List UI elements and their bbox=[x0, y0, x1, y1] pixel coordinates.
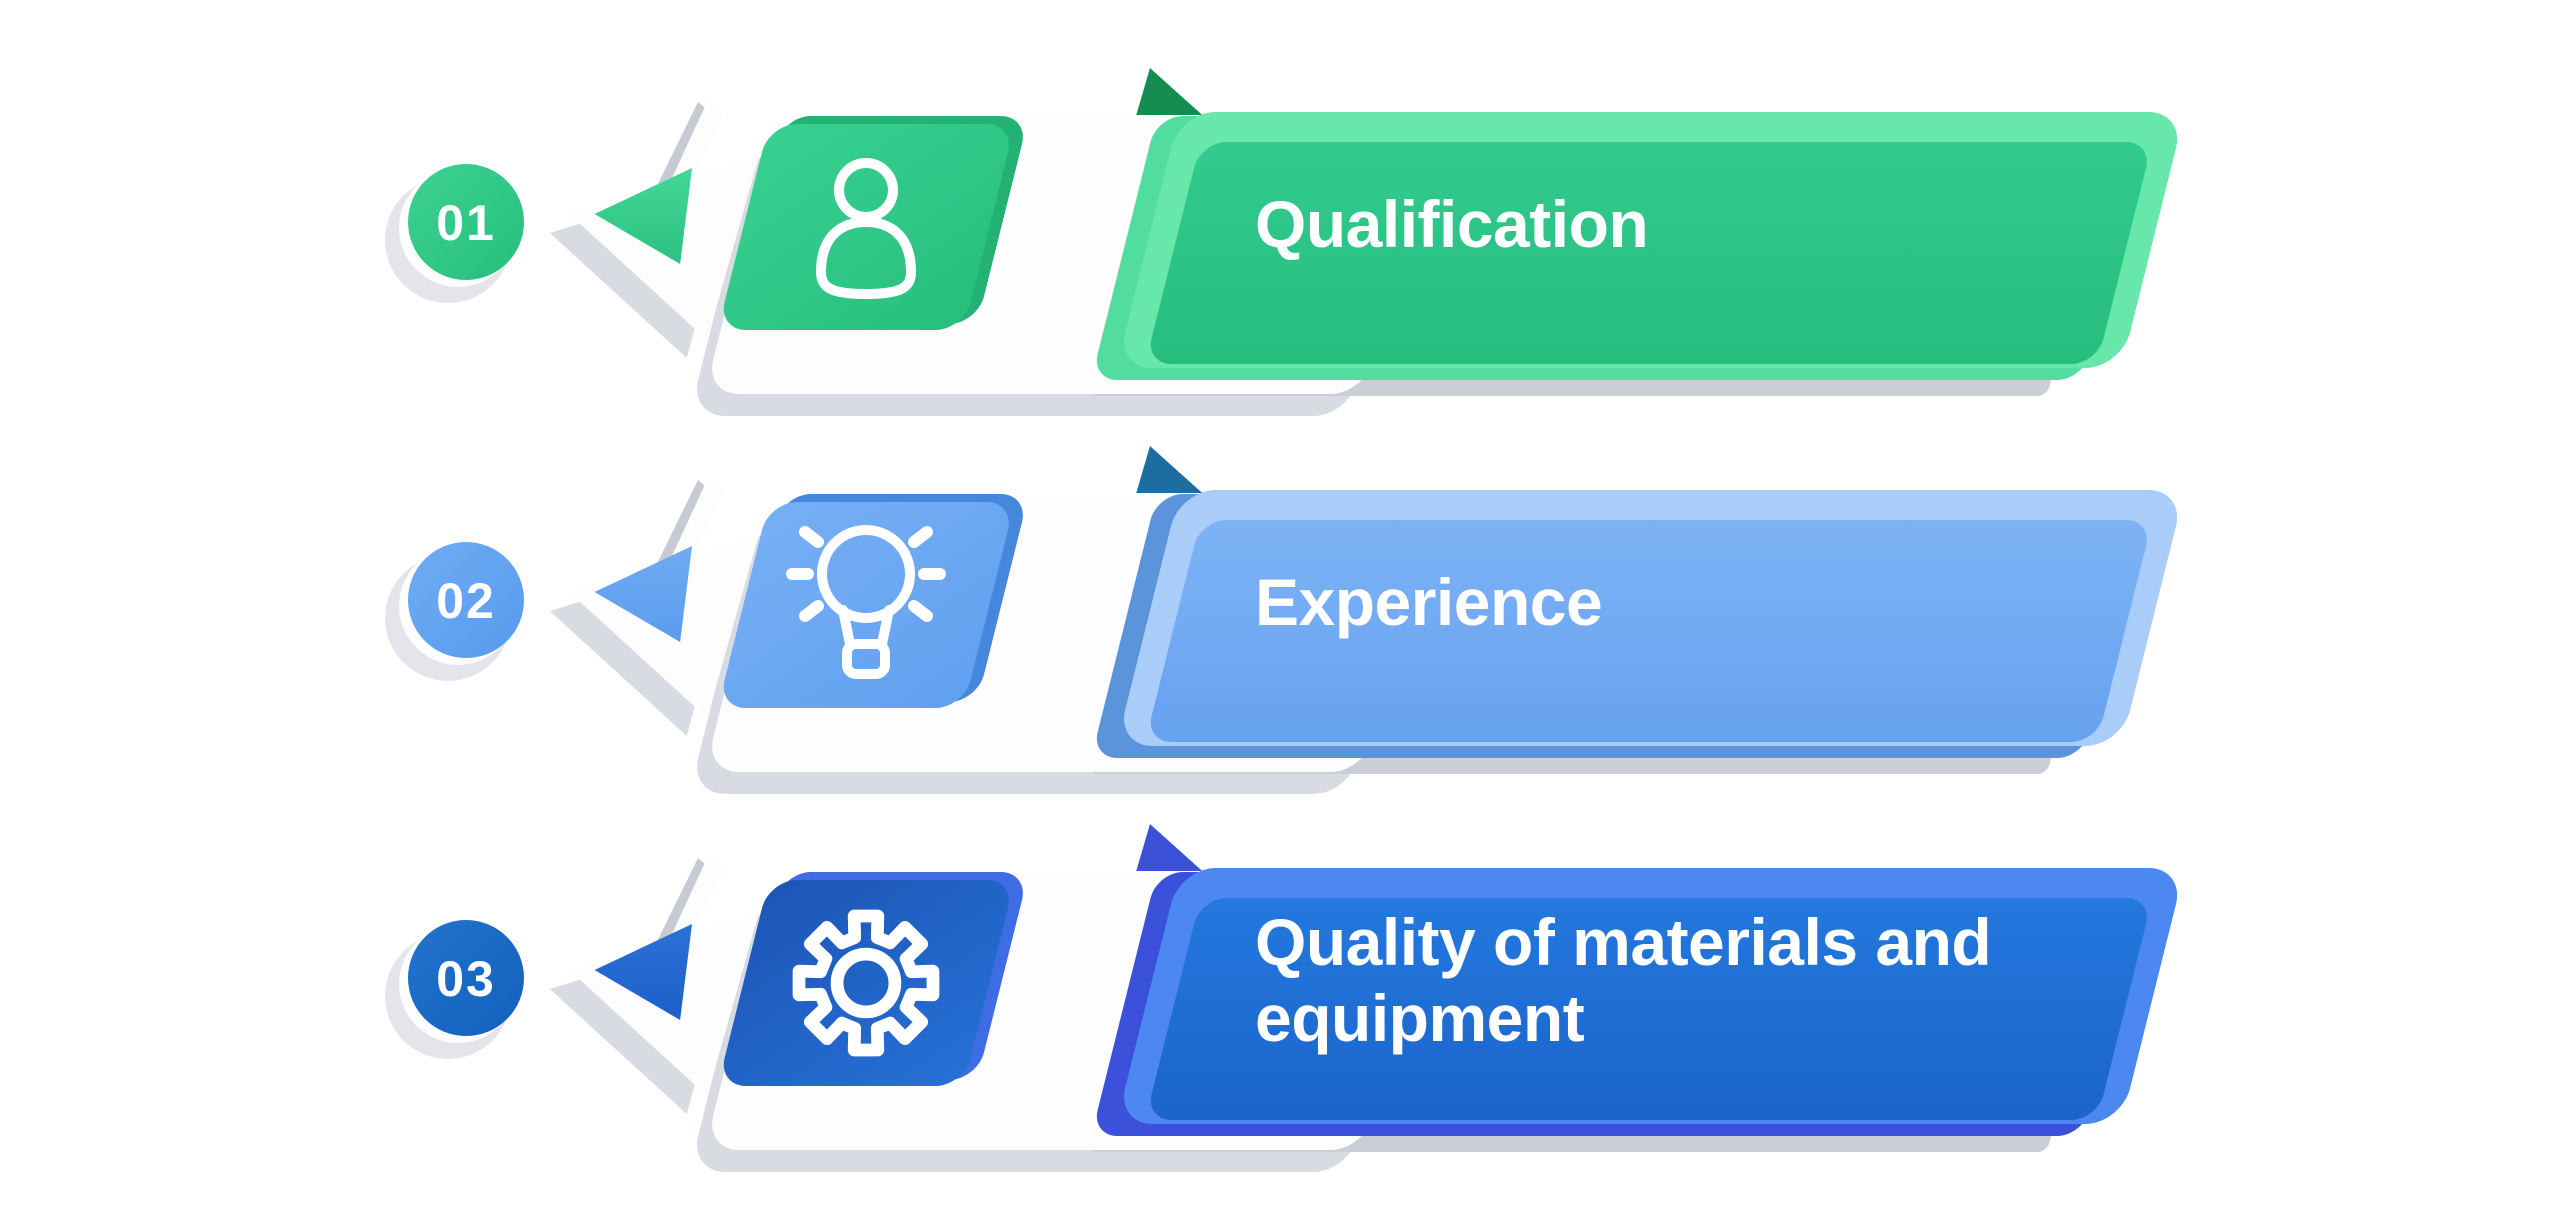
gear-icon bbox=[792, 909, 940, 1057]
banner-fold bbox=[1136, 446, 1203, 493]
step-number-badge bbox=[408, 542, 524, 658]
step-row-2: 02 bbox=[385, 446, 2178, 794]
banner-title-label: Qualification bbox=[1255, 187, 1649, 262]
banner-title-label: Experience bbox=[1255, 565, 1603, 640]
banner-body bbox=[1150, 898, 2147, 1120]
banner-title-qualification: Qualification bbox=[1255, 123, 2030, 327]
step-row-3: 03 bbox=[385, 824, 2178, 1172]
banner-fold bbox=[1136, 68, 1203, 115]
step-number: 02 bbox=[436, 573, 496, 629]
banner-body bbox=[1150, 520, 2147, 742]
step-number: 01 bbox=[436, 195, 496, 251]
step-row-1: 01 bbox=[385, 68, 2178, 416]
banner-fold bbox=[1136, 824, 1203, 871]
banner-title-quality: Quality of materials and equipment bbox=[1255, 879, 2030, 1083]
icon-tile bbox=[723, 502, 1009, 708]
arrow-triangle bbox=[594, 168, 693, 264]
icon-tile bbox=[723, 880, 1009, 1086]
step-number-badge bbox=[408, 164, 524, 280]
step-number-badge bbox=[408, 920, 524, 1036]
banner-title-label: Quality of materials and equipment bbox=[1255, 905, 1992, 1055]
step-number: 03 bbox=[436, 951, 496, 1007]
person-icon bbox=[816, 158, 916, 299]
banner-title-experience: Experience bbox=[1255, 501, 2030, 705]
lightbulb-icon bbox=[786, 525, 946, 679]
banner-body bbox=[1150, 142, 2147, 364]
arrow-triangle bbox=[594, 546, 693, 642]
arrow-triangle bbox=[594, 924, 693, 1020]
